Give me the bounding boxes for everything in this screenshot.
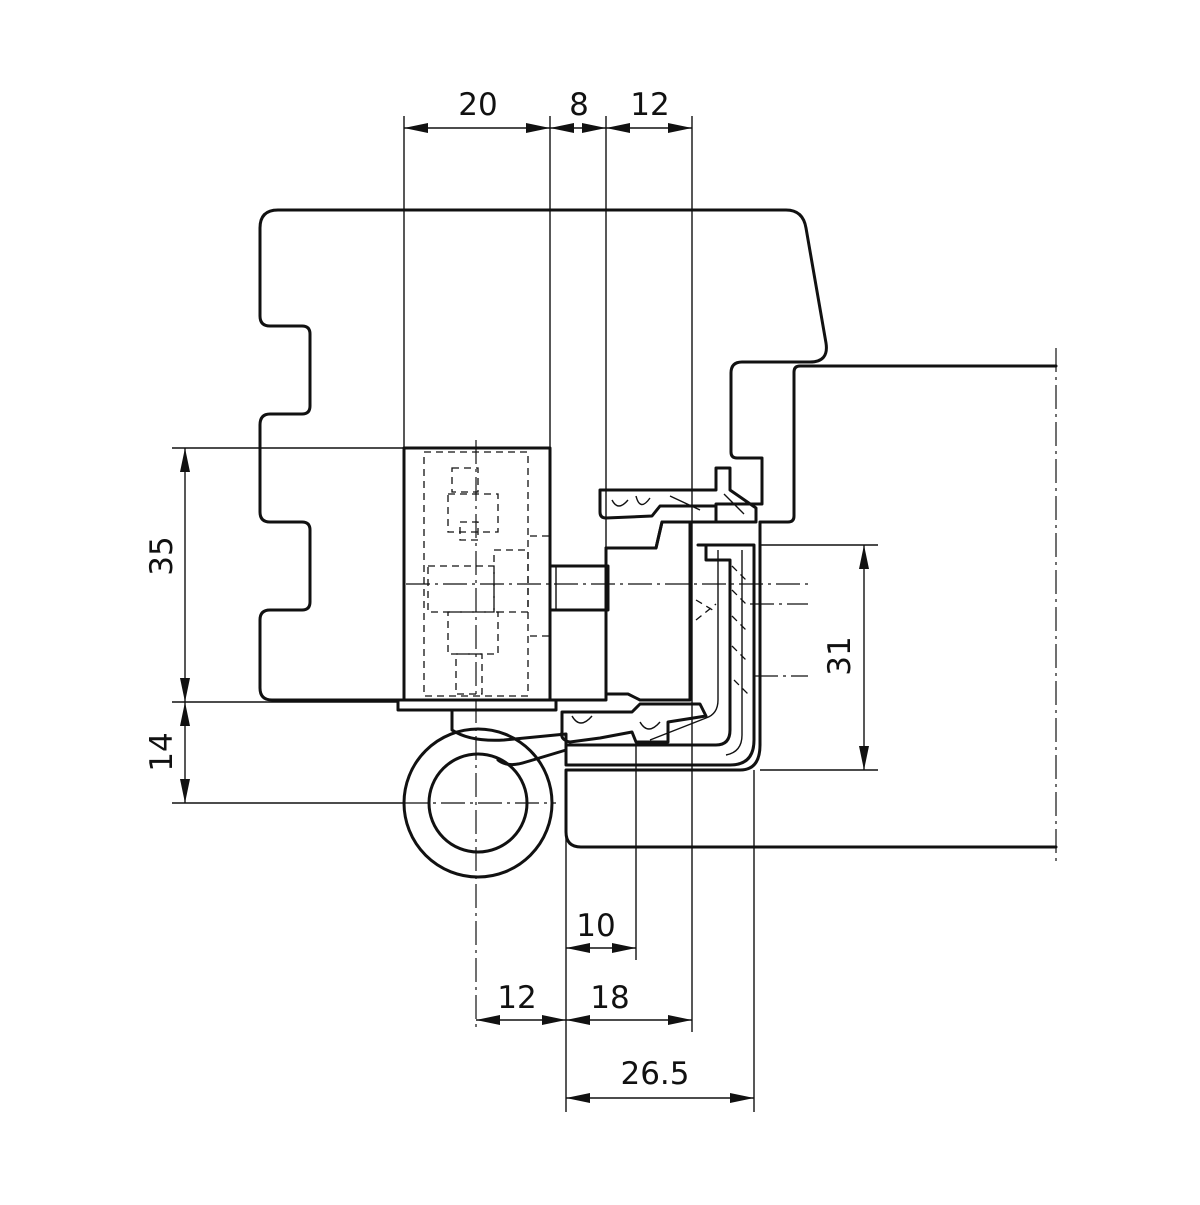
leaf-mounting-plate xyxy=(564,543,756,767)
dim-label-14: 14 xyxy=(144,732,180,771)
hinge-body-hidden-parts xyxy=(423,451,550,697)
dimension-lines xyxy=(184,127,865,1099)
hinge-body-flange xyxy=(396,698,558,712)
seal-gasket-upper xyxy=(598,466,758,524)
leaf-plate-hidden-parts xyxy=(695,565,751,697)
extension-lines xyxy=(172,116,878,1112)
dim-label-26-5: 26.5 xyxy=(620,1056,689,1092)
dim-label-12-bottom: 12 xyxy=(497,980,536,1016)
door-leaf-outline xyxy=(564,364,1058,849)
dimension-arrowheads xyxy=(180,123,869,1103)
dim-label-18: 18 xyxy=(590,980,629,1016)
dim-label-10: 10 xyxy=(576,908,615,944)
dim-label-20: 20 xyxy=(458,87,497,123)
frame-mounting-part xyxy=(604,520,692,702)
dim-label-31: 31 xyxy=(822,636,858,675)
frame-profile-outline xyxy=(258,208,828,702)
dim-label-8: 8 xyxy=(569,87,589,123)
hinge-axle-pin xyxy=(548,564,610,612)
center-lines xyxy=(404,440,808,1030)
dim-label-12-top: 12 xyxy=(630,87,669,123)
dim-label-35: 35 xyxy=(144,536,180,575)
